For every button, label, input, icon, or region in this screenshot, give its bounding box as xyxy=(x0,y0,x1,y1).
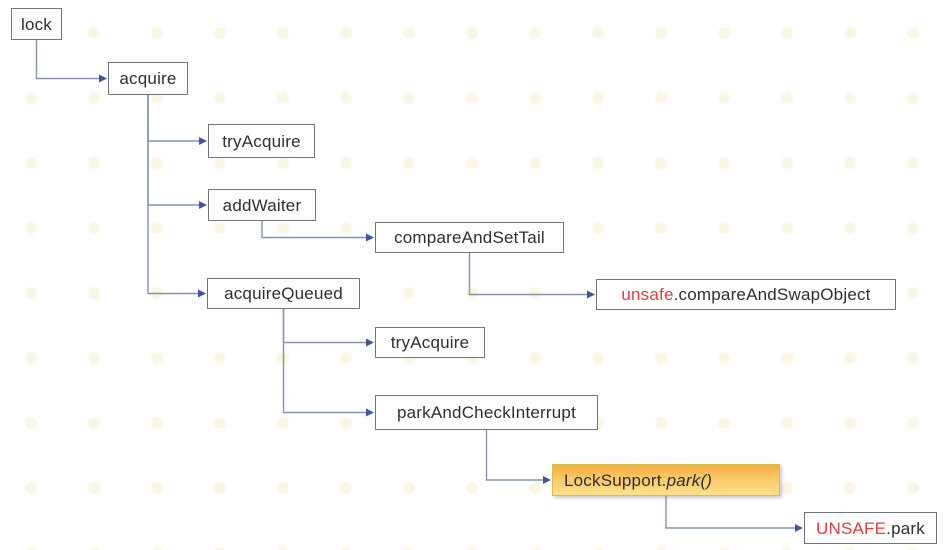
arrowhead-icon xyxy=(366,338,374,347)
node-tryacquire-2: tryAcquire xyxy=(375,327,485,358)
node-unsafe-compareandswapobject: unsafe.compareAndSwapObject xyxy=(596,279,896,310)
node-label: acquireQueued xyxy=(224,284,343,303)
node-label: parkAndCheckInterrupt xyxy=(396,403,576,422)
arrowhead-icon xyxy=(795,524,803,532)
node-label: lock xyxy=(20,14,53,34)
connector-acquire-acquireQueued xyxy=(147,95,198,295)
node-label: acquire xyxy=(119,69,177,88)
connector-acquireQueued-tryAcquire-2 xyxy=(282,309,366,344)
arrowhead-icon xyxy=(199,137,207,145)
node-parkandcheckinterrupt: parkAndCheckInterrupt xyxy=(375,395,598,430)
node-locksupport-park: LockSupport.park() xyxy=(552,464,780,496)
connector-addWaiter-compareAndSetTail xyxy=(261,221,366,239)
connector-acquireQueued-parkAndCheckInterrupt xyxy=(282,309,366,414)
node-label: addWaiter xyxy=(222,195,302,215)
arrowhead-icon xyxy=(543,476,551,484)
node-label: tryAcquire xyxy=(222,131,301,151)
connector-compareAndSetTail-unsafe-compareAndSwapObject xyxy=(468,253,587,296)
arrowhead-icon xyxy=(199,201,207,209)
node-label: tryAcquire xyxy=(390,333,470,352)
connector-LockSupport-park-UNSAFE-park xyxy=(665,496,795,529)
node-label-italic-part: park() xyxy=(666,470,713,490)
node-label-red-part: unsafe xyxy=(621,285,674,304)
connector-acquire-tryAcquire-1 xyxy=(147,95,199,142)
arrowhead-icon xyxy=(587,290,595,299)
connector-lock-acquire xyxy=(35,40,99,80)
node-label: compareAndSetTail xyxy=(394,228,545,247)
node-label: LockSupport. xyxy=(564,470,667,490)
node-label-red-part: UNSAFE xyxy=(816,518,887,538)
connector-parkAndCheckInterrupt-LockSupport-park xyxy=(485,430,543,481)
node-acquire: acquire xyxy=(108,62,188,95)
node-acquirequeued: acquireQueued xyxy=(207,278,360,309)
node-label: .park xyxy=(886,518,925,538)
node-unsafe-park: UNSAFE.park xyxy=(804,512,937,544)
arrowhead-icon xyxy=(99,74,107,83)
arrowhead-icon xyxy=(366,233,374,242)
node-tryacquire-1: tryAcquire xyxy=(208,124,315,158)
arrowhead-icon xyxy=(198,289,206,298)
node-compareandsettail: compareAndSetTail xyxy=(375,222,564,253)
node-label: .compareAndSwapObject xyxy=(673,285,871,304)
connector-acquire-addWaiter xyxy=(147,95,199,206)
node-addwaiter: addWaiter xyxy=(208,189,316,221)
arrowhead-icon xyxy=(366,408,374,417)
node-lock: lock xyxy=(11,8,62,40)
